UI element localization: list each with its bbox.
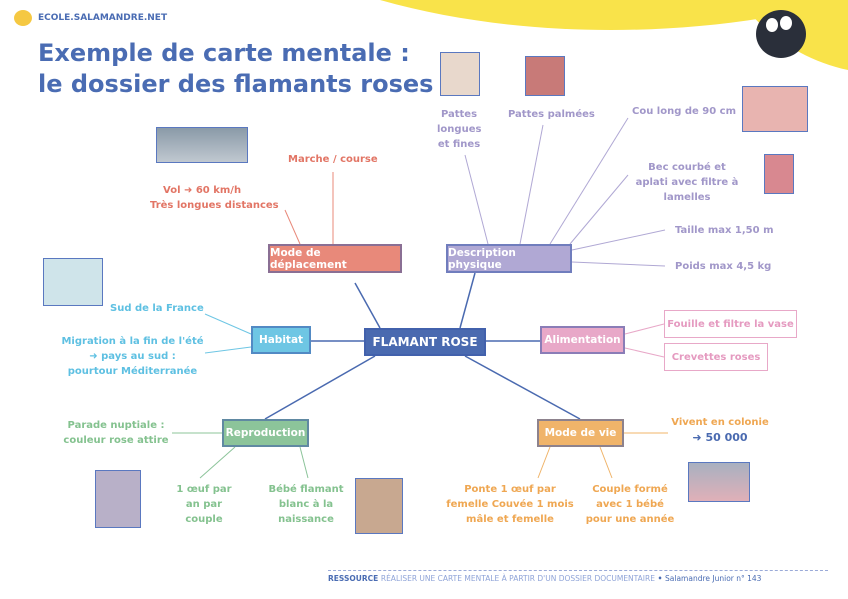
leaf-vol: Vol ➜ 60 km/h (163, 185, 242, 196)
leaf-oeuf: 1 œuf par an par couple (176, 484, 232, 525)
site-url[interactable]: ECOLE.SALAMANDRE.NET (38, 13, 168, 23)
leaf-couple: Couple formé avec 1 bébé pour une année (585, 484, 675, 525)
flamingo-neck-photo (742, 86, 808, 132)
leaf-cou: Cou long de 90 cm (632, 106, 737, 117)
flamingo-parade-photo (95, 470, 141, 528)
baby-flamingo-photo (355, 478, 403, 534)
salamander-mascot-icon (756, 10, 806, 58)
leaf-marche: Marche / course (288, 154, 378, 165)
migration-map (43, 258, 103, 306)
leaf-pattes-palmees: Pattes palmées (508, 109, 595, 120)
node-description-physique: Description physique (446, 244, 572, 273)
title-line-2: le dossier des flamants roses (38, 70, 434, 98)
leaf-bebe: Bébé flamant blanc à la naissance (268, 484, 344, 525)
node-reproduction: Reproduction (222, 419, 309, 447)
page-title: Exemple de carte mentale : le dossier de… (38, 38, 433, 100)
leaf-migration: Migration à la fin de l'été➜ pays au sud… (61, 336, 204, 377)
leaf-poids: Poids max 4,5 kg (675, 261, 772, 272)
node-mode-de-deplacement: Mode de déplacement (268, 244, 402, 273)
node-alimentation: Alimentation (540, 326, 625, 354)
flamingo-beak-photo (764, 154, 794, 194)
title-line-1: Exemple de carte mentale : (38, 39, 410, 67)
flamingo-flight-photo (156, 127, 248, 163)
footer-issue: Salamandre Junior n° 143 (665, 574, 762, 583)
footer-divider (328, 570, 828, 571)
salamandre-logo-icon (14, 10, 32, 26)
leaf-colonie: Vivent en colonie➜ 50 000 (671, 417, 769, 444)
leaf-fouille: Fouille et filtre la vase (664, 310, 797, 338)
leaf-distances: Très longues distances (150, 200, 279, 211)
footer-tag: RESSOURCE (328, 574, 379, 583)
leaf-taille: Taille max 1,50 m (675, 225, 774, 236)
center-node: FLAMANT ROSE (364, 328, 486, 356)
leaf-bec: Bec courbé et aplati avec filtre à lamel… (635, 162, 739, 203)
footer: RESSOURCE RÉALISER UNE CARTE MENTALE À P… (328, 574, 762, 583)
leaf-ponte: Ponte 1 œuf par femelle Couvée 1 mois mâ… (446, 484, 574, 525)
node-mode-de-vie: Mode de vie (537, 419, 624, 447)
flamingo-legs-photo (440, 52, 480, 96)
leaf-sud-france: Sud de la France (110, 303, 204, 314)
node-habitat: Habitat (251, 326, 311, 354)
flamingo-colony-photo (688, 462, 750, 502)
leaf-crevettes: Crevettes roses (664, 343, 768, 371)
leaf-pattes-longues: Pattes longues et fines (437, 109, 482, 150)
flamingo-webbed-foot-photo (525, 56, 565, 96)
footer-text: RÉALISER UNE CARTE MENTALE À PARTIR D'UN… (380, 574, 655, 583)
leaf-parade: Parade nuptiale :couleur rose attire (63, 420, 169, 446)
